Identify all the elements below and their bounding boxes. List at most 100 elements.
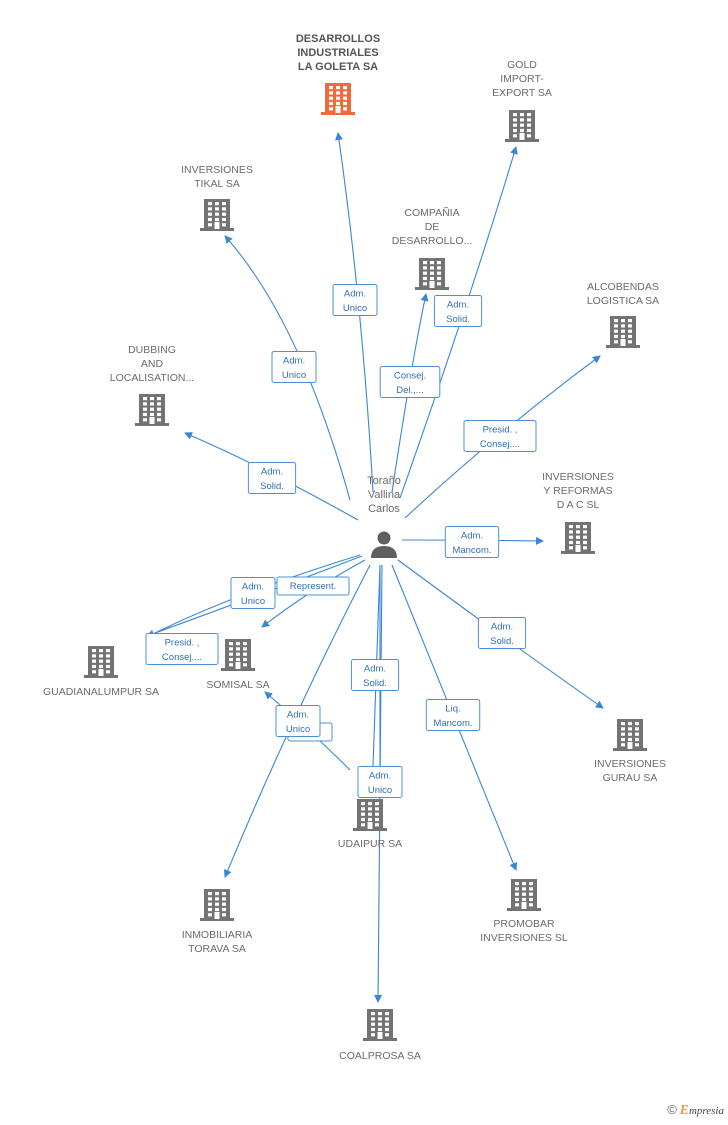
role-label[interactable]: Adm. xyxy=(364,664,386,675)
company-node-c7[interactable]: INVERSIONES Y REFORMAS D A C SL xyxy=(542,471,614,554)
building-icon[interactable] xyxy=(84,646,118,678)
company-node-c2[interactable]: GOLD IMPORT- EXPORT SA xyxy=(492,59,552,142)
company-node-c13[interactable]: PROMOBAR INVERSIONES SL xyxy=(480,879,568,944)
company-label[interactable]: DUBBING xyxy=(128,344,176,356)
role-label[interactable]: Mancom. xyxy=(452,545,491,556)
company-label[interactable]: AND xyxy=(141,358,164,370)
company-label[interactable]: LOGISTICA SA xyxy=(587,295,659,307)
company-label[interactable]: UDAIPUR SA xyxy=(338,838,402,850)
role-label[interactable]: Mancom. xyxy=(433,718,472,729)
building-icon[interactable] xyxy=(363,1009,397,1041)
role-label[interactable]: Presid. , xyxy=(165,638,200,649)
role-label[interactable]: Solid. xyxy=(446,314,470,325)
role-label[interactable]: Unico xyxy=(368,785,392,796)
building-icon[interactable] xyxy=(221,639,255,671)
building-icon[interactable] xyxy=(200,199,234,231)
company-label[interactable]: LOCALISATION... xyxy=(110,372,194,384)
role-box-c8[interactable]: Adm. Unico xyxy=(230,577,276,609)
role-box-c3[interactable]: Adm. Unico xyxy=(271,351,317,383)
role-label[interactable]: Solid. xyxy=(363,678,387,689)
company-node-c11[interactable]: UDAIPUR SA xyxy=(338,799,402,850)
person-name-label[interactable]: Carlos xyxy=(368,503,400,515)
company-label[interactable]: TORAVA SA xyxy=(188,943,246,955)
company-label[interactable]: GOLD xyxy=(507,59,537,71)
role-label[interactable]: Adm. xyxy=(344,289,366,300)
role-box-c9[interactable]: Represent. xyxy=(276,576,350,596)
building-icon[interactable] xyxy=(135,394,169,426)
role-box-c5[interactable]: Presid. ,Consej.... xyxy=(463,420,537,452)
company-label[interactable]: LA GOLETA SA xyxy=(298,61,378,73)
role-label[interactable]: Represent. xyxy=(290,581,336,592)
building-icon[interactable] xyxy=(415,258,449,290)
company-label[interactable]: GURAU SA xyxy=(603,772,658,784)
role-label[interactable]: Adm. xyxy=(287,710,309,721)
role-label[interactable]: Adm. xyxy=(369,771,391,782)
role-label[interactable]: Adm. xyxy=(447,300,469,311)
role-box-c13[interactable]: Liq. Mancom. xyxy=(425,699,481,731)
company-label[interactable]: SOMISAL SA xyxy=(206,679,269,691)
building-icon[interactable] xyxy=(353,799,387,831)
company-label[interactable]: PROMOBAR xyxy=(493,918,555,930)
role-box-c7[interactable]: Adm. Mancom. xyxy=(444,526,500,558)
role-label[interactable]: Solid. xyxy=(490,636,514,647)
company-node-c1[interactable]: DESARROLLOS INDUSTRIALES LA GOLETA SA xyxy=(296,33,380,115)
role-box-c11[interactable]: Adm. Solid. xyxy=(350,659,400,691)
company-label[interactable]: INVERSIONES xyxy=(181,164,253,176)
role-label[interactable]: Consej.... xyxy=(480,439,520,450)
person-name-label[interactable]: Vallina xyxy=(368,489,401,501)
company-label[interactable]: Y REFORMAS xyxy=(543,485,612,497)
company-label[interactable]: D A C SL xyxy=(557,499,600,511)
role-label[interactable]: Adm. xyxy=(261,467,283,478)
role-label[interactable]: Consej. xyxy=(394,371,426,382)
company-label[interactable]: DESARROLLO... xyxy=(392,235,473,247)
company-label[interactable]: INVERSIONES xyxy=(542,471,614,483)
building-icon[interactable] xyxy=(505,110,539,142)
role-box-c2[interactable]: Adm. Solid. xyxy=(433,295,483,327)
role-label[interactable]: Adm. xyxy=(242,582,264,593)
company-label[interactable]: INMOBILIARIA xyxy=(182,929,253,941)
role-label[interactable]: Liq. xyxy=(445,704,460,715)
building-icon[interactable] xyxy=(613,719,647,751)
role-label[interactable]: Unico xyxy=(343,303,367,314)
company-label[interactable]: EXPORT SA xyxy=(492,87,552,99)
role-label[interactable]: Solid. xyxy=(260,481,284,492)
company-label[interactable]: GUADIANALUMPUR SA xyxy=(43,686,159,698)
company-node-c9[interactable]: SOMISAL SA xyxy=(206,639,270,691)
company-label[interactable]: COMPAÑIA xyxy=(404,206,459,219)
company-label[interactable]: IMPORT- xyxy=(500,73,544,85)
role-box-c6[interactable]: Adm. Solid. xyxy=(247,462,297,494)
company-label[interactable]: INDUSTRIALES xyxy=(297,47,378,59)
main-company-building-icon[interactable] xyxy=(321,83,355,115)
role-label[interactable]: Consej.... xyxy=(162,652,202,663)
company-label[interactable]: DE xyxy=(425,221,440,233)
company-node-c4[interactable]: COMPAÑIA DE DESARROLLO... xyxy=(392,206,473,290)
company-label[interactable]: COALPROSA SA xyxy=(339,1050,421,1062)
role-label[interactable]: Unico xyxy=(241,596,265,607)
company-label[interactable]: INVERSIONES SL xyxy=(480,932,568,944)
role-box-c4[interactable]: Consej. Del.,... xyxy=(379,366,441,398)
role-label[interactable]: Adm. xyxy=(283,356,305,367)
company-node-c14[interactable]: COALPROSA SA xyxy=(339,1009,421,1062)
person-name-label[interactable]: Toraño xyxy=(367,475,401,487)
role-label[interactable]: Unico xyxy=(282,370,306,381)
role-box-c8[interactable]: Presid. , Consej.... xyxy=(145,633,219,665)
company-node-c8[interactable]: GUADIANALUMPUR SA xyxy=(43,646,159,698)
role-label[interactable]: Adm. xyxy=(461,531,483,542)
role-box-c10[interactable]: Adm. Solid. xyxy=(477,617,527,649)
role-label[interactable]: Adm. xyxy=(491,622,513,633)
building-icon[interactable] xyxy=(200,889,234,921)
building-icon[interactable] xyxy=(606,316,640,348)
role-label[interactable]: Unico xyxy=(286,724,310,735)
role-box-c11[interactable]: Adm. Unico xyxy=(357,766,403,798)
company-node-c12[interactable]: INMOBILIARIA TORAVA SA xyxy=(182,889,253,955)
person-icon[interactable] xyxy=(371,531,397,559)
building-icon[interactable] xyxy=(561,522,595,554)
building-icon[interactable] xyxy=(507,879,541,911)
role-label[interactable]: Del.,... xyxy=(396,385,423,396)
company-node-c6[interactable]: DUBBING AND LOCALISATION... xyxy=(110,344,194,426)
company-label[interactable]: DESARROLLOS xyxy=(296,33,380,45)
